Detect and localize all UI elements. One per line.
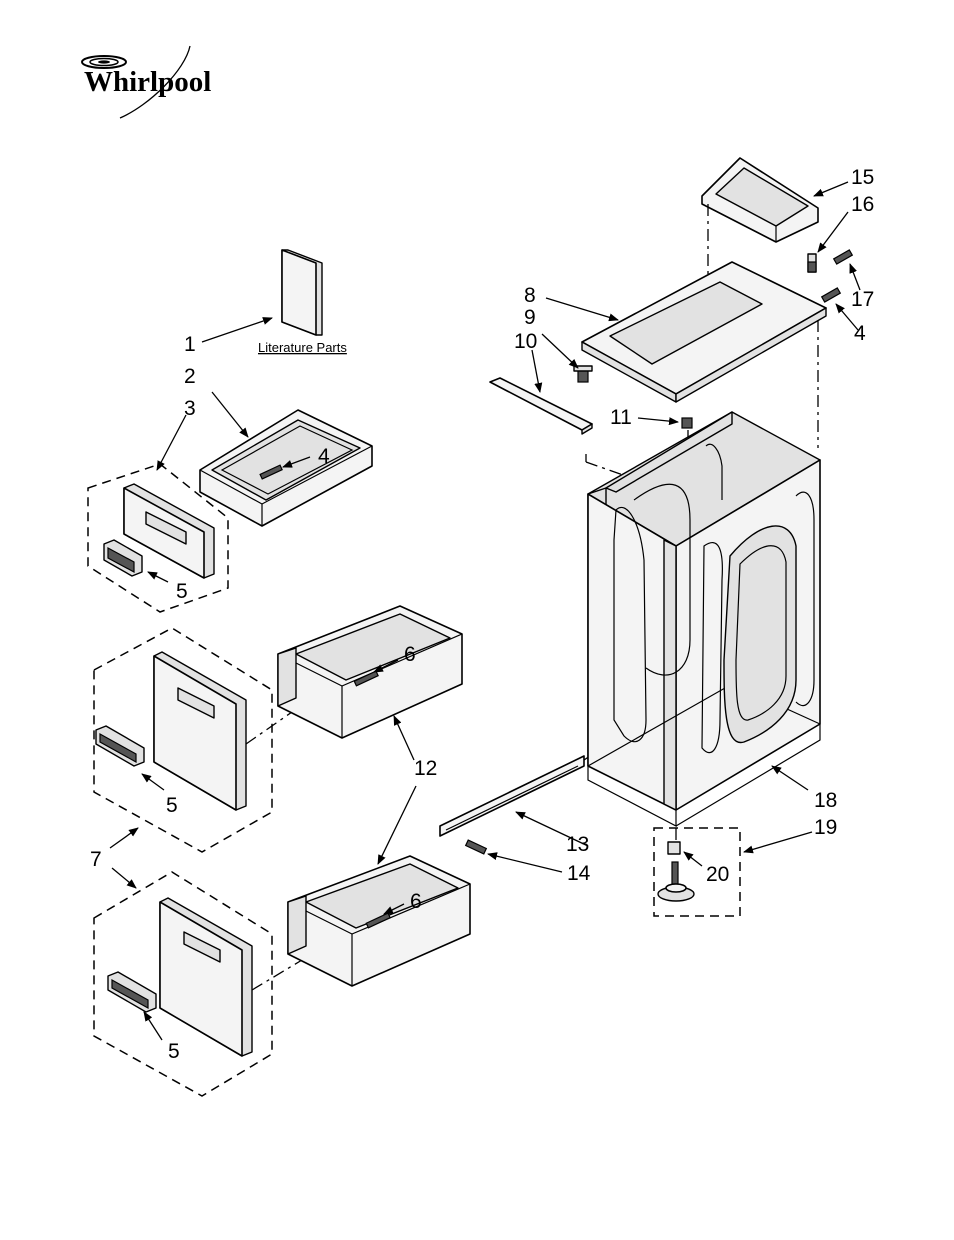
- trim-strip: [489, 377, 593, 435]
- callout-18: 18: [814, 789, 837, 812]
- group-box-middle: [93, 627, 273, 853]
- screw-middle-drawer: [353, 670, 379, 687]
- group-box-7: [93, 871, 273, 1097]
- top-screw: [573, 365, 593, 383]
- callout-5-top: 5: [176, 580, 188, 603]
- literature-parts-label: Literature Parts: [258, 340, 347, 355]
- callout-7: 7: [90, 848, 102, 871]
- callout-2: 2: [184, 365, 196, 388]
- callout-16: 16: [851, 193, 874, 216]
- bottom-drawer-front-panel: [159, 897, 253, 1057]
- callout-5-middle: 5: [166, 794, 178, 817]
- top-panel: [581, 261, 827, 403]
- screw-bottom-drawer: [365, 912, 391, 929]
- callout-3: 3: [184, 397, 196, 420]
- callout-9: 9: [524, 306, 536, 329]
- group-box-19: [653, 827, 741, 917]
- top-drawer-handle: [103, 539, 143, 577]
- top-drawer-front-panel: [123, 483, 215, 579]
- callout-4-top-panel: 4: [854, 322, 866, 345]
- callout-14: 14: [567, 862, 591, 885]
- middle-drawer-handle: [95, 725, 145, 767]
- callout-8: 8: [524, 284, 536, 307]
- callout-5-bottom: 5: [168, 1040, 180, 1063]
- dispenser-drawer: [701, 157, 819, 243]
- screw-top-panel: [820, 287, 842, 303]
- callout-20: 20: [706, 863, 729, 886]
- callout-15: 15: [851, 166, 874, 189]
- logo-wordmark: Whirlpool: [84, 66, 211, 98]
- callout-1: 1: [184, 333, 196, 356]
- screw-slide-rail: [464, 839, 488, 855]
- callout-19: 19: [814, 816, 837, 839]
- callout-6-bottom: 6: [410, 890, 422, 913]
- dispenser-clip: [807, 253, 817, 273]
- callout-13: 13: [566, 833, 589, 856]
- top-drawer: [199, 409, 373, 527]
- leveling-foot: [657, 841, 695, 902]
- middle-drawer-front-panel: [153, 651, 247, 811]
- bottom-drawer-handle: [107, 971, 157, 1013]
- whirlpool-logo: Whirlpool: [81, 45, 211, 119]
- callout-17: 17: [851, 288, 874, 311]
- drawer-slide-rail: [439, 755, 585, 837]
- middle-drawer: [277, 605, 463, 739]
- screw-dispenser: [832, 249, 854, 265]
- literature-parts-booklet: [281, 249, 323, 336]
- callout-6-middle: 6: [404, 643, 416, 666]
- callout-11: 11: [610, 406, 632, 429]
- callout-4-top-drawer: 4: [318, 445, 330, 468]
- cabinet-clip: [681, 417, 693, 429]
- cabinet: [587, 411, 821, 827]
- callout-12: 12: [414, 757, 437, 780]
- screw-top-drawer: [259, 464, 283, 480]
- callout-10: 10: [514, 330, 537, 353]
